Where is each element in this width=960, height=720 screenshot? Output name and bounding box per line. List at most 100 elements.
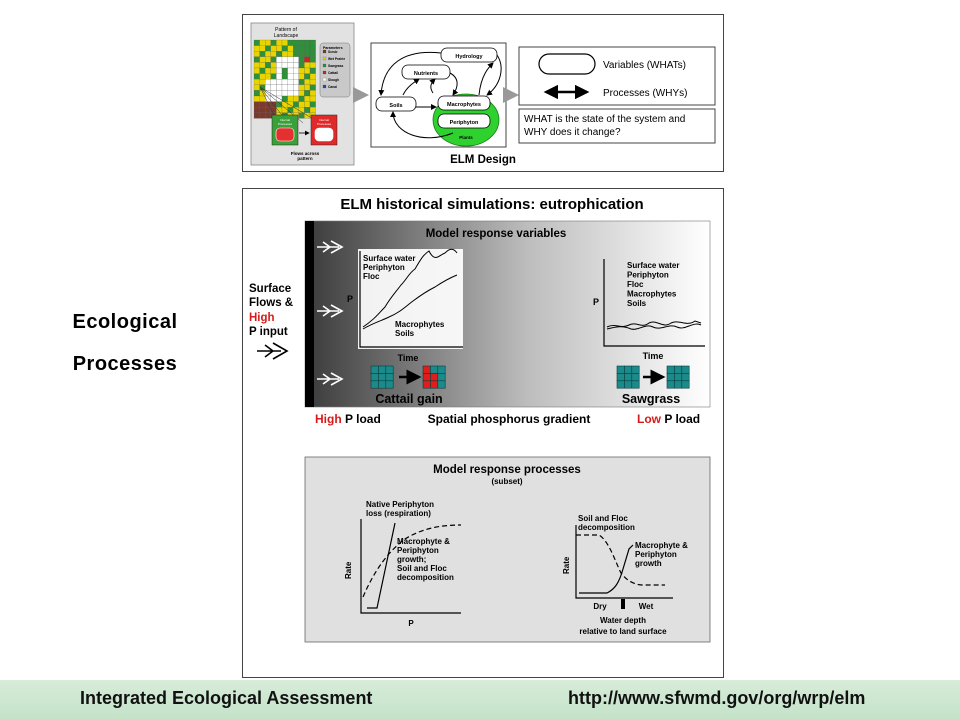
mini-grid-cell	[616, 380, 625, 389]
grid-cell	[287, 84, 294, 91]
grid-cell	[309, 62, 316, 69]
param-swatch	[322, 49, 327, 54]
footer-url[interactable]: http://www.sfwmd.gov/org/wrp/elm	[568, 688, 866, 708]
mini-grid-cell	[437, 373, 446, 382]
mini-grid-cell	[624, 380, 633, 389]
processes-title: Model response processes	[433, 464, 581, 476]
grid-cell	[253, 84, 260, 91]
grid-cell	[309, 95, 316, 102]
wet-label: Wet	[639, 602, 654, 611]
nutrients-node: Nutrients	[414, 71, 438, 77]
internal-label-1b: Processes	[278, 122, 293, 126]
grid-cell	[270, 51, 277, 57]
mini-grid-cell	[385, 365, 394, 374]
grid-cell	[298, 90, 305, 97]
grid-cell	[253, 107, 260, 113]
inflow-arrows	[317, 240, 344, 386]
footer-title: Integrated Ecological Assessment	[80, 688, 373, 708]
grid-cell	[309, 79, 316, 85]
grid-cell	[281, 67, 288, 74]
mini-grid-cell	[430, 380, 439, 389]
plants-label: Plants	[459, 135, 473, 140]
grid-cell	[259, 62, 266, 69]
decomposition-curve	[576, 534, 665, 586]
grid-cell	[276, 56, 283, 63]
inflow-bar	[305, 221, 314, 407]
mini-grid-cell	[631, 365, 640, 374]
left-low-label-1: Macrophytes	[395, 320, 445, 329]
question-line-2: WHY does it change?	[524, 127, 621, 138]
mini-grid-cell	[437, 365, 446, 374]
simulation-panel: ELM historical simulations: eutrophicati…	[242, 188, 724, 678]
param-swatch	[322, 63, 327, 68]
grid-cell	[287, 51, 294, 57]
grid-cell	[287, 62, 294, 69]
grid-cell	[276, 79, 283, 85]
grid-cell	[298, 112, 305, 119]
param-swatch	[322, 56, 327, 61]
grid-cell	[287, 95, 294, 102]
gradient-label: Spatial phosphorus gradient	[428, 412, 591, 426]
growth-label-3: growth;	[397, 555, 426, 564]
native-label-2: loss (respiration)	[366, 509, 431, 518]
grid-cell	[259, 90, 266, 97]
inflow-label-3: P input	[249, 326, 288, 338]
decomp-label-2: decomposition	[578, 523, 635, 532]
question-line-1: WHAT is the state of the system and	[524, 114, 685, 125]
param-swatch	[322, 70, 327, 75]
grid-cell	[270, 56, 277, 63]
grid-cell	[253, 45, 260, 52]
right-timeseries-plot: P Time Surface waterPeriphytonFlocMacrop…	[593, 259, 705, 361]
right-series-label: Floc	[627, 280, 644, 289]
low-p-load-label: Low P load	[637, 412, 700, 426]
mini-grid-cell	[378, 365, 387, 374]
grid-cell	[287, 107, 294, 113]
side-title-line-2: Processes	[72, 353, 178, 375]
grid-cell	[304, 62, 311, 69]
grid-cell	[265, 39, 271, 46]
grid-cell	[281, 84, 288, 91]
depth-label-1: Water depth	[600, 616, 646, 625]
low-p-load-suffix: P load	[661, 412, 700, 426]
grid-cell	[298, 101, 305, 108]
grid-cell	[293, 45, 299, 52]
native-label-1: Native Periphyton	[366, 500, 434, 509]
grid-cell	[259, 79, 266, 85]
param-label: Wet Prairie	[328, 57, 345, 61]
grid-cell	[253, 101, 260, 108]
grid-cell	[309, 84, 316, 91]
grid-cell	[293, 67, 299, 74]
left-series-label-2: Periphyton	[363, 263, 405, 272]
grid-cell	[276, 84, 283, 91]
rgrowth-label-2: Periphyton	[635, 550, 677, 559]
grid-cell	[309, 51, 316, 57]
grid-cell	[309, 90, 316, 97]
grid-cell	[253, 56, 260, 63]
grid-cell	[281, 39, 288, 46]
grid-cell	[253, 39, 260, 46]
processes-subset: (subset)	[491, 477, 522, 486]
grid-cell	[270, 45, 277, 52]
param-label: Cattail	[328, 71, 338, 75]
mini-grid-cell	[422, 373, 431, 382]
internal-label-2a: Internal	[319, 118, 329, 122]
grid-cell	[281, 51, 288, 57]
left-axis-time: Time	[398, 353, 419, 363]
growth-label-5: decomposition	[397, 573, 454, 582]
mini-grid-cell	[624, 365, 633, 374]
mini-grid-cell	[385, 373, 394, 382]
growth-curve	[362, 524, 462, 598]
high-word: High	[315, 412, 342, 426]
hydrology-node: Hydrology	[455, 54, 483, 60]
grid-cell	[259, 101, 266, 108]
grid-cell	[265, 101, 271, 108]
mini-grid-cell	[681, 380, 690, 389]
grid-cell	[293, 101, 299, 108]
mini-grid-cell	[674, 380, 683, 389]
param-label: Scrub	[328, 50, 337, 54]
grid-cell	[281, 79, 288, 85]
grid-cell	[304, 45, 311, 52]
simulation-diagram: ELM historical simulations: eutrophicati…	[249, 196, 711, 643]
process-arrows	[378, 51, 502, 139]
grid-cell	[265, 51, 271, 57]
